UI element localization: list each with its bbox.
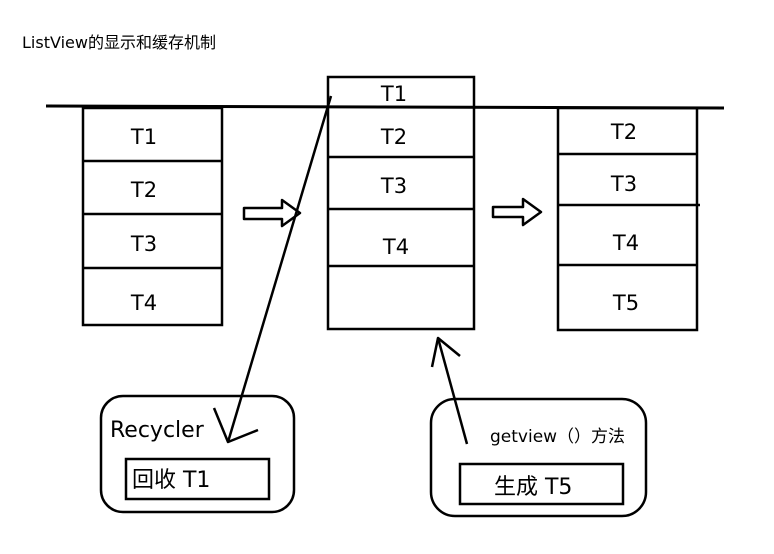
getview-frame [429, 397, 648, 518]
list-stage-2-cell: T3 [380, 174, 407, 198]
list-stage-3-cell: T3 [610, 172, 637, 196]
recycler-box: Recycler 回收 T1 [99, 394, 296, 514]
list-stage-1-cell: T3 [130, 232, 157, 256]
transition-arrow-2 [491, 197, 543, 227]
recycler-item-frame [124, 457, 271, 501]
recycler-title: Recycler [110, 418, 205, 443]
list-stage-2-frame [326, 75, 476, 331]
transition-arrow-1 [242, 198, 302, 228]
getview-arrow [430, 336, 469, 445]
getview-item-label: 生成 T5 [494, 475, 572, 500]
list-stage-2-cell: T1 [380, 82, 407, 106]
list-stage-3-frame [556, 106, 699, 332]
list-stage-1-cell: T2 [130, 178, 157, 202]
list-stage-2-cell: T2 [380, 125, 407, 149]
getview-caption: getview（）方法 [490, 427, 625, 447]
recycle-arrow [212, 95, 333, 444]
list-stage-2: T1 T2 T3 T4 [326, 75, 476, 331]
diagram-title: ListView的显示和缓存机制 [22, 33, 216, 52]
getview-box: getview（）方法 生成 T5 [429, 397, 648, 518]
list-stage-3-cell: T5 [612, 291, 639, 315]
recycler-item-label: 回收 T1 [132, 468, 210, 493]
list-stage-1-frame [81, 106, 224, 327]
list-stage-3-cell: T4 [612, 231, 639, 255]
recycler-frame [99, 394, 296, 514]
list-stage-1-cell: T1 [130, 125, 157, 149]
list-stage-3-cell: T2 [610, 120, 637, 144]
list-stage-1: T1 T2 T3 T4 [81, 106, 224, 327]
getview-item-frame [458, 462, 625, 506]
list-stage-3: T2 T3 T4 T5 [556, 106, 700, 332]
list-stage-2-cell: T4 [382, 235, 409, 259]
list-stage-1-cell: T4 [130, 291, 157, 315]
